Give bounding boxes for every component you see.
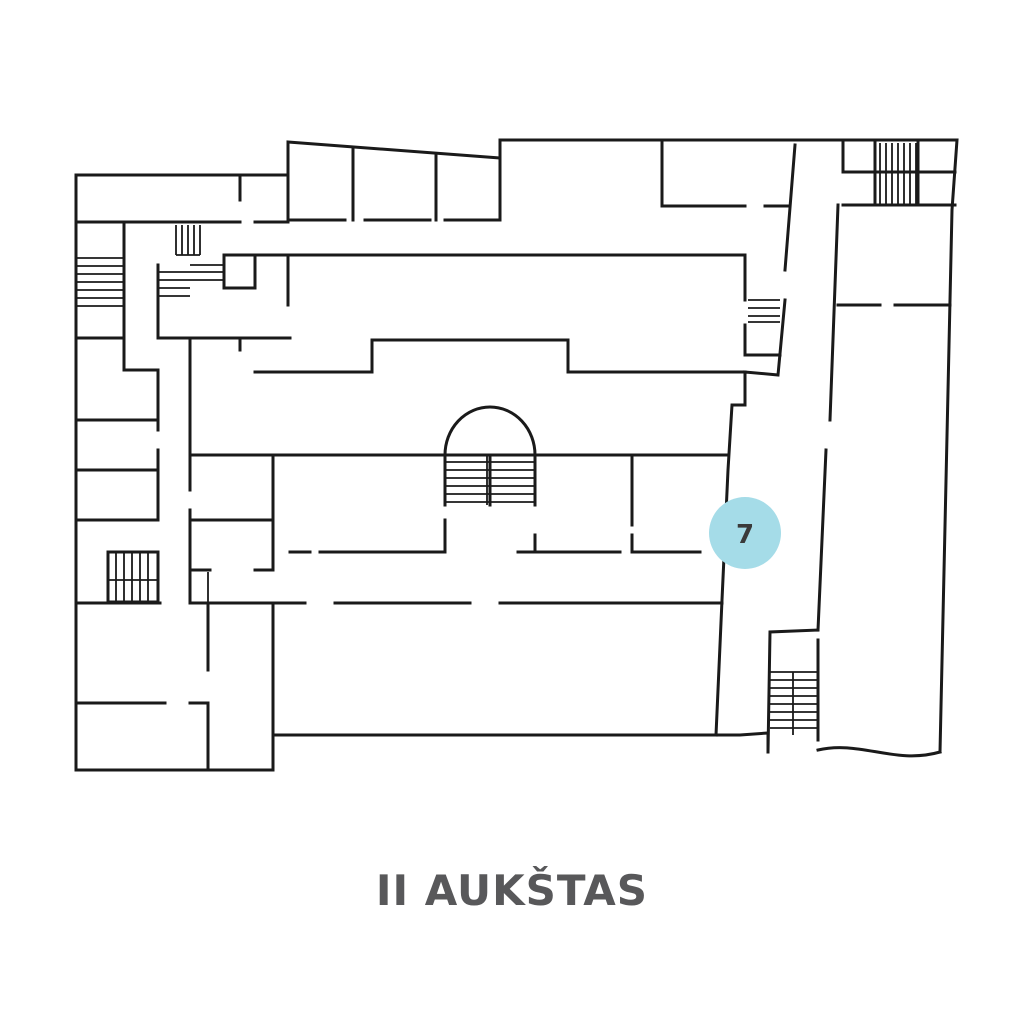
marker-label: 7 [736,520,754,550]
floor-title: II AUKŠTAS [375,866,649,915]
staircases [76,143,917,735]
room-marker-7[interactable]: 7 [709,497,781,569]
marker-circle [709,497,781,569]
building-outline [74,138,959,772]
